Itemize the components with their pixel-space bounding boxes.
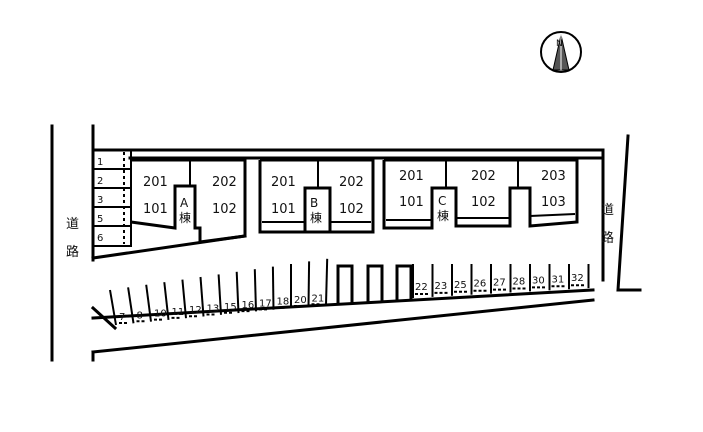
parking-space-2: 2 [97,176,103,187]
building-b-kanji: 棟 [310,210,322,225]
parking-space-32: 32 [571,273,584,284]
parking-space-20: 20 [294,295,307,306]
bottom-boundary [91,298,595,354]
stall-divider-left-1 [127,287,135,324]
parking-space-8: 8 [137,310,143,321]
parking-space-26: 26 [474,279,487,290]
parking-space-22: 22 [415,282,428,293]
parking-space-16: 16 [242,300,255,311]
left-road-label: 道路 [66,217,79,260]
parking-space-23: 23 [435,281,448,292]
stall-divider-left-9 [271,266,275,310]
unit-b-202: 202 [339,175,364,190]
parking-space-3: 3 [97,195,103,206]
mid-bay-1 [336,264,354,304]
left-parking-stack [92,149,132,247]
building-c-letter: C [438,194,446,208]
building-b-letter: B [310,196,318,210]
parking-space-18: 18 [277,297,290,308]
north-label: N [556,39,563,49]
parking-baseline [91,288,595,320]
parking-space-27: 27 [493,278,506,289]
unit-b-101: 101 [271,202,296,217]
mid-bay-2 [366,264,384,302]
right-road-line [616,134,642,292]
parking-space-25: 25 [454,280,467,291]
building-a-outline [130,158,247,244]
stall-divider-left-11 [307,261,311,307]
parking-space-7: 7 [119,312,125,323]
unit-a-201: 201 [143,175,168,190]
parking-space-15: 15 [224,302,237,313]
stall-divider-left-4 [181,279,187,319]
unit-b-201: 201 [271,175,296,190]
unit-a-101: 101 [143,202,168,217]
stall-divider-left-0 [109,289,117,326]
parking-space-17: 17 [259,298,272,309]
stall-divider-left-8 [253,269,257,312]
unit-c-202: 202 [471,169,496,184]
unit-c-101: 101 [399,195,424,210]
unit-a-102: 102 [212,202,237,217]
parking-space-30: 30 [532,275,545,286]
stall-divider-left-5 [199,276,205,317]
stall-divider-left-6 [217,274,222,315]
unit-c-201: 201 [399,169,424,184]
unit-c-203: 203 [541,169,566,184]
mid-bay-3 [395,264,413,300]
right-road-label: 道路 [601,203,614,246]
unit-a-202: 202 [212,175,237,190]
parking-space-21: 21 [312,293,325,304]
parking-space-12: 12 [189,305,202,316]
parking-space-31: 31 [552,274,565,285]
building-a-letter: A [180,196,189,210]
parking-space-1: 1 [97,157,103,168]
parking-space-6: 6 [97,233,103,244]
stall-divider-left-7 [235,271,240,314]
building-b-outline [258,158,375,234]
building-a-kanji: 棟 [179,210,191,225]
parking-space-10: 10 [154,309,167,320]
stall-divider-left-12 [325,258,329,305]
building-c-kanji: 棟 [437,208,449,223]
parking-space-5: 5 [97,214,103,225]
stall-divider-left-2 [145,284,152,322]
north-arrow-icon [540,31,582,73]
unit-b-102: 102 [339,202,364,217]
stall-divider-left-3 [163,282,170,321]
unit-c-102: 102 [471,195,496,210]
parking-space-13: 13 [207,304,220,315]
parking-space-28: 28 [513,277,526,288]
building-c-outline [382,158,579,230]
parking-space-11: 11 [172,307,185,318]
parking-diagonal [90,305,118,331]
unit-c-103: 103 [541,195,566,210]
